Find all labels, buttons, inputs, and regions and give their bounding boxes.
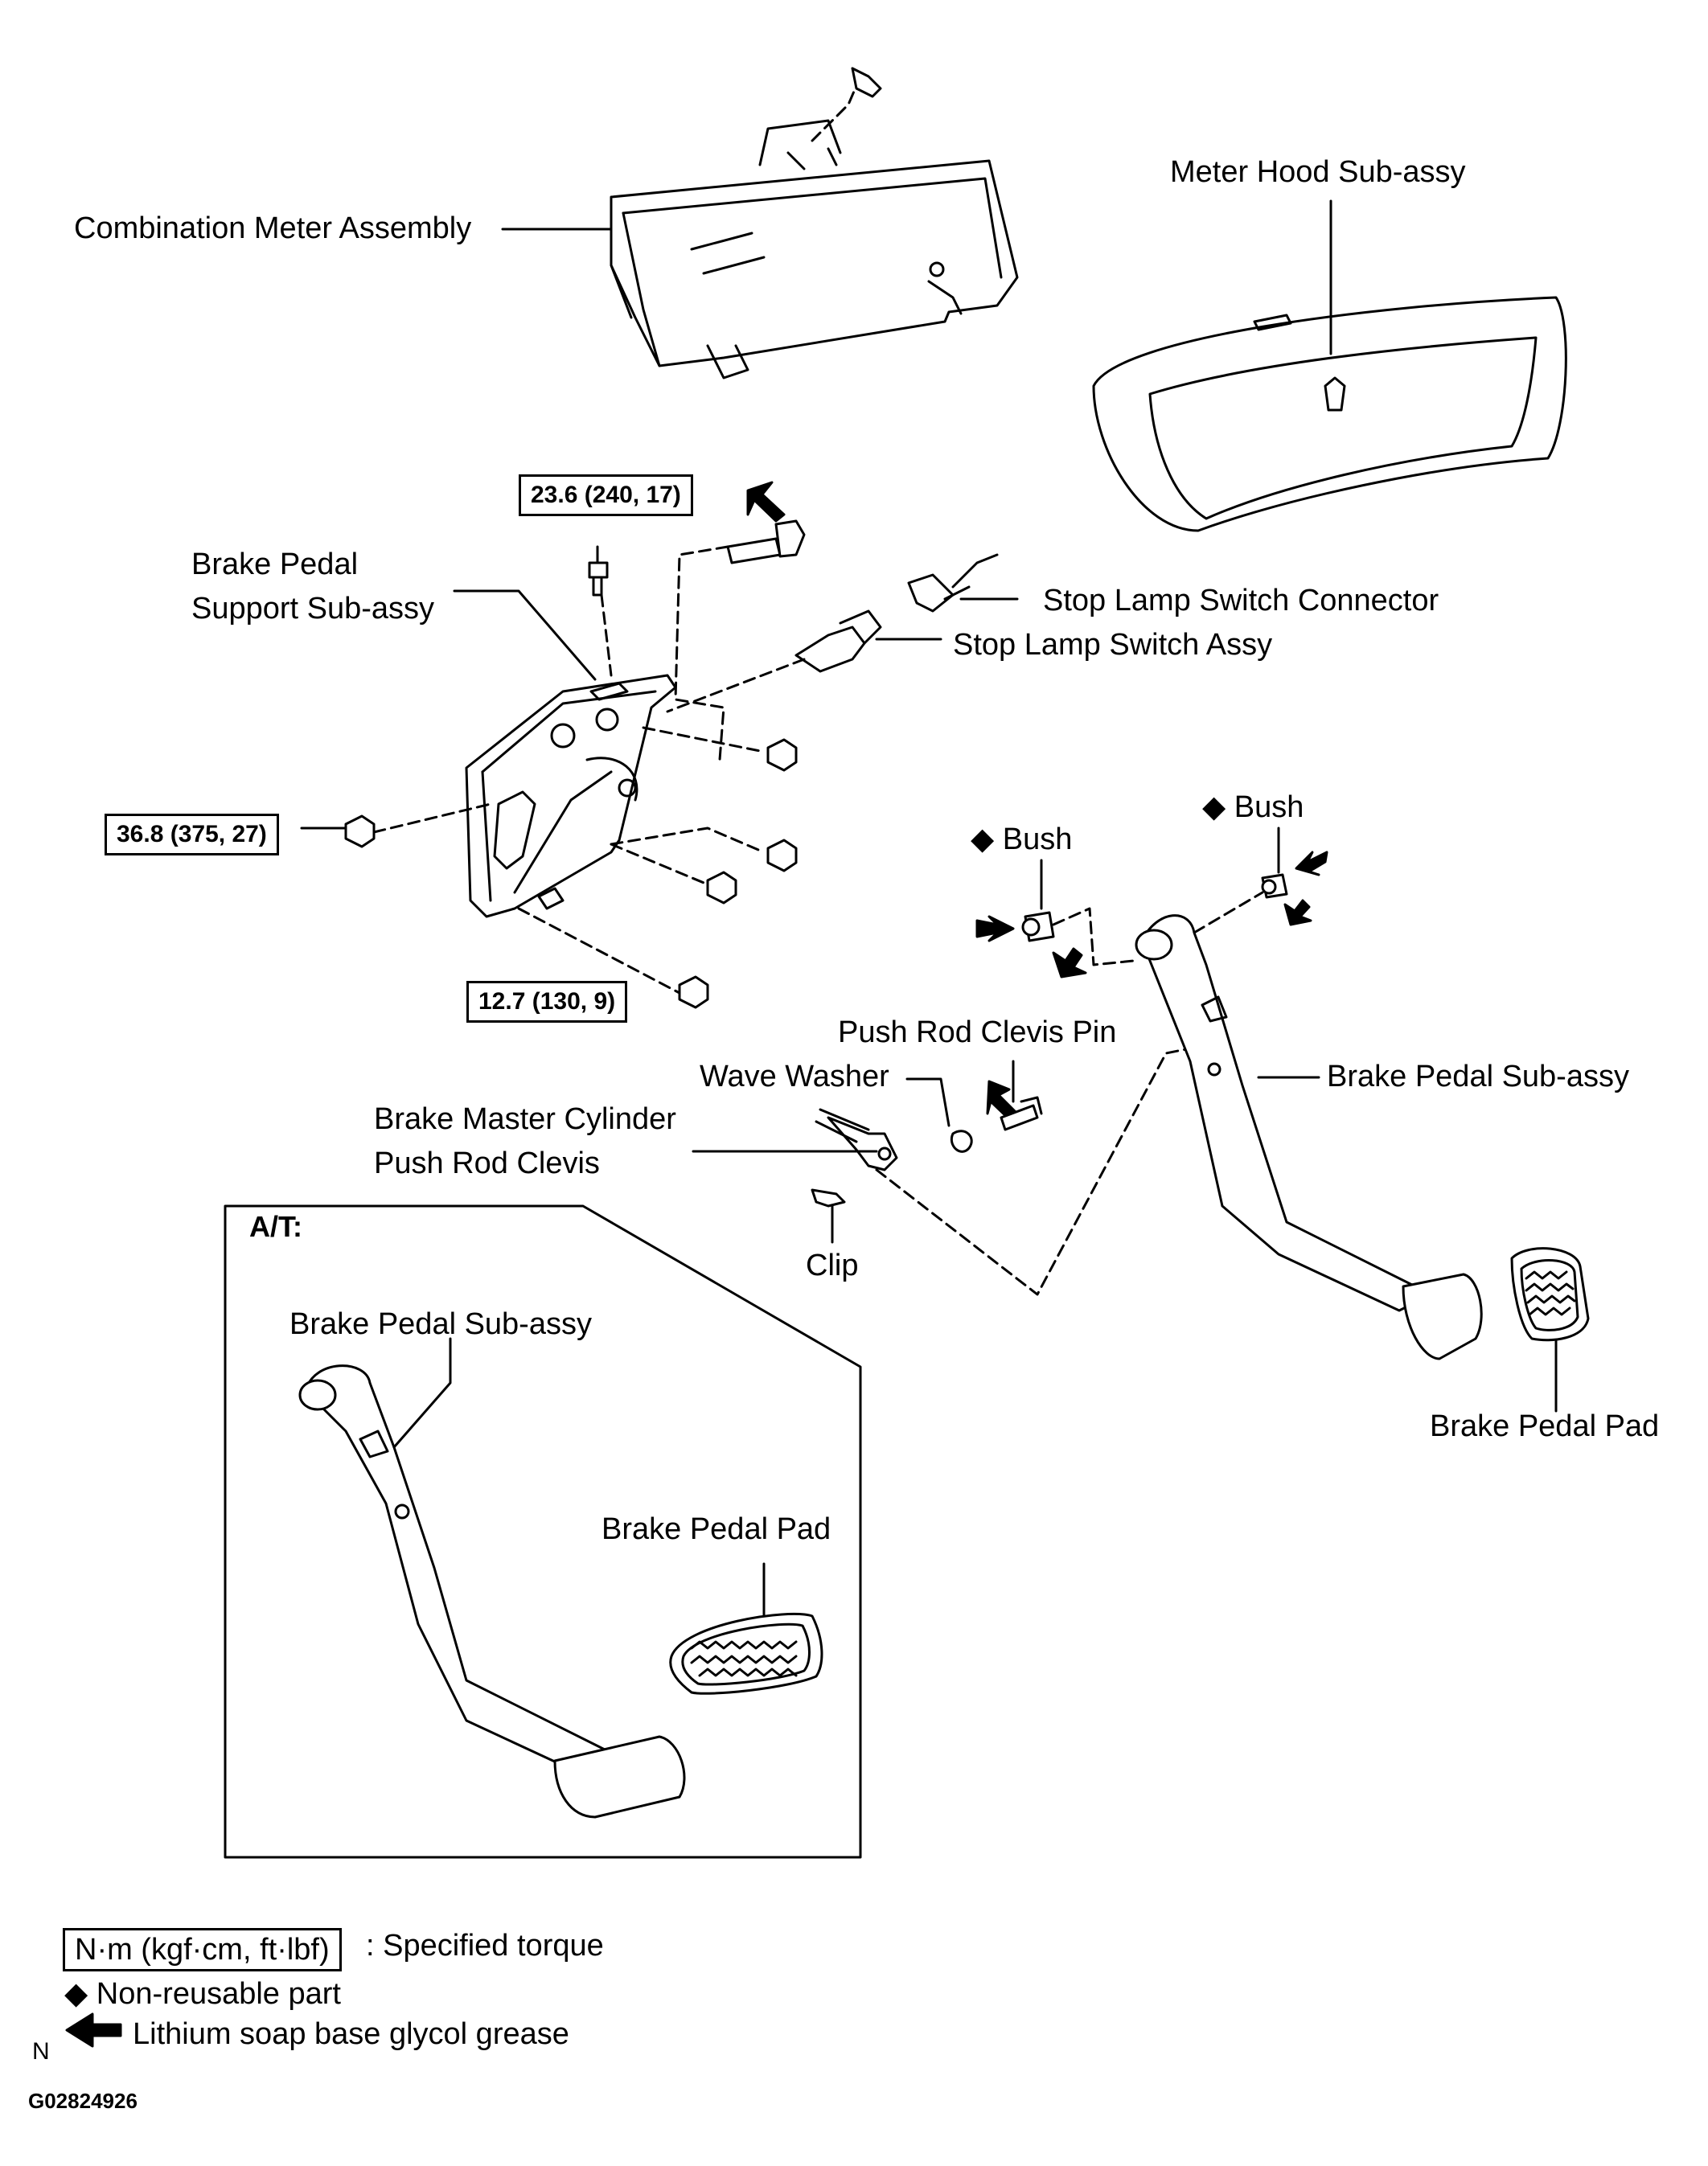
diamond-icon: ◆ [64,1977,88,2011]
legend-nonreusable: ◆ Non-reusable part [64,1977,341,2011]
label-bush-left: ◆ Bush [971,823,1073,856]
label-brake-pedal-sub-assy: Brake Pedal Sub-assy [1327,1060,1629,1093]
label-meter-hood: Meter Hood Sub-assy [1170,155,1466,189]
inset-title: A/T: [249,1210,302,1243]
label-master-cylinder-line1: Brake Master Cylinder [374,1102,676,1136]
inset-brake-pedal-drawing [298,1337,823,1819]
label-combination-meter: Combination Meter Assembly [74,211,472,245]
label-bush-right: ◆ Bush [1202,790,1304,824]
diamond-icon: ◆ [1202,790,1226,824]
brake-pedal-support-drawing [453,589,677,918]
torque-box-top: 23.6 (240, 17) [519,474,693,516]
brake-pedal-main-drawing [1135,914,1590,1413]
torque-box-left: 36.8 (375, 27) [105,814,279,855]
diamond-icon: ◆ [971,823,995,856]
label-stop-lamp-connector: Stop Lamp Switch Connector [1043,584,1439,617]
inset-label-brake-pedal-sub-assy: Brake Pedal Sub-assy [289,1307,592,1341]
legend-n-mark: N [32,2038,50,2065]
label-brake-pedal-pad: Brake Pedal Pad [1430,1409,1660,1443]
label-push-rod-clevis-pin: Push Rod Clevis Pin [838,1015,1117,1049]
grease-arrows [65,481,1328,2048]
bush-drawing [1021,873,1288,942]
legend-torque-unit-box: N·m (kgf·cm, ft·lbf) [63,1928,342,1971]
figure-code: G02824926 [28,2089,138,2113]
inset-label-brake-pedal-pad: Brake Pedal Pad [601,1512,831,1546]
label-clip: Clip [806,1249,859,1282]
label-brake-pedal-support-line2: Support Sub-assy [191,592,435,626]
torque-box-bottom: 12.7 (130, 9) [466,981,628,1023]
legend-grease: Lithium soap base glycol grease [133,2017,569,2051]
label-stop-lamp-switch: Stop Lamp Switch Assy [953,628,1273,662]
stop-lamp-switch-drawing [666,553,1019,713]
pivot-bolt-drawing [674,519,806,761]
meter-hood-drawing [1092,199,1567,532]
support-bolt-drawing [588,545,613,677]
label-wave-washer: Wave Washer [700,1060,889,1093]
clevis-assembly-drawing [692,1044,1208,1296]
nut-dashed-leaders [372,726,766,995]
inset-frame [224,1204,862,1859]
nuts-drawing [344,738,798,1009]
legend-torque-desc: : Specified torque [366,1929,604,1963]
label-brake-pedal-support-line1: Brake Pedal [191,548,359,581]
combination-meter-drawing [501,67,1019,379]
label-master-cylinder-line2: Push Rod Clevis [374,1147,600,1180]
